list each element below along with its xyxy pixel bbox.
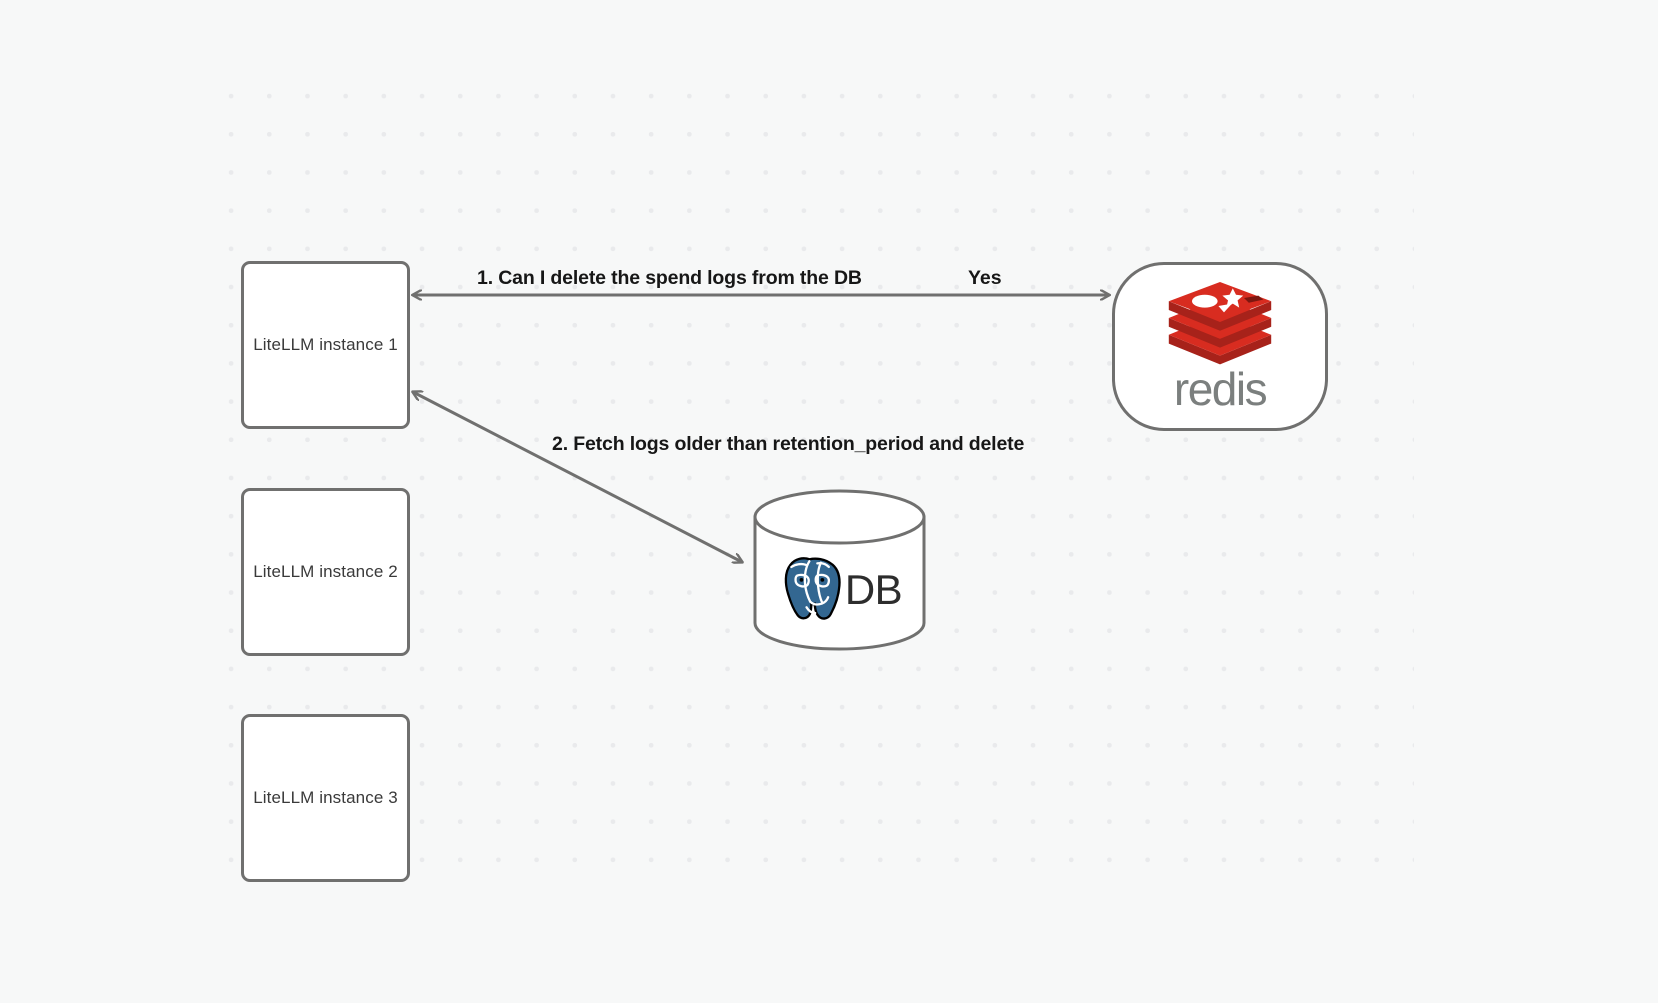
db-label: DB <box>844 566 903 613</box>
node-litellm-instance-2-label: LiteLLM instance 2 <box>253 562 398 581</box>
node-litellm-instance-3[interactable]: LiteLLM instance 3 <box>241 714 410 882</box>
postgresql-elephant-icon <box>784 557 841 620</box>
node-litellm-instance-1[interactable]: LiteLLM instance 1 <box>241 261 410 429</box>
node-litellm-instance-1-label: LiteLLM instance 1 <box>253 335 398 354</box>
node-litellm-instance-3-label: LiteLLM instance 3 <box>253 788 398 807</box>
redis-logo-icon <box>1168 281 1272 364</box>
edge-label-step-1-response: Yes <box>968 267 1002 289</box>
edge-litellm1-db <box>413 392 742 562</box>
edge-label-step-1: 1. Can I delete the spend logs from the … <box>477 267 862 289</box>
node-litellm-instance-2[interactable]: LiteLLM instance 2 <box>241 488 410 656</box>
redis-wordmark: redis <box>1173 362 1268 415</box>
node-redis[interactable]: redis <box>1112 262 1328 431</box>
edge-label-step-2: 2. Fetch logs older than retention_perio… <box>552 433 1025 455</box>
db-content: DB <box>752 540 927 640</box>
node-db[interactable]: DB <box>752 488 927 652</box>
